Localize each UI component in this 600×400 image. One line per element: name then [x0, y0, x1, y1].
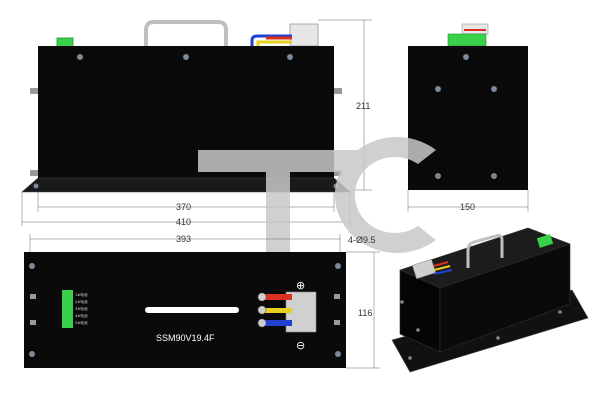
- busbar-blue: [262, 320, 292, 326]
- iso-terminal: [412, 258, 436, 280]
- busbar-red: [262, 294, 292, 300]
- led-label-4: 4#电池: [75, 313, 88, 318]
- pin: [334, 320, 340, 325]
- screw: [33, 183, 39, 189]
- screw: [558, 310, 562, 314]
- front-view: 393 4-Ø9.5 1#电池 2#电池 3#电池 4#电池 5#电池 SSM9…: [24, 234, 380, 369]
- screw: [416, 328, 420, 332]
- end-body: [408, 46, 528, 190]
- end-view: 150: [407, 23, 529, 212]
- screw: [183, 54, 189, 60]
- screw: [287, 54, 293, 60]
- screw: [408, 356, 412, 360]
- side-view: 211 370 410: [21, 19, 372, 227]
- side-flange: [21, 177, 351, 193]
- iso-wire-yellow: [433, 265, 451, 271]
- iso-side: [439, 243, 571, 353]
- led-label-3: 3#电池: [75, 306, 88, 311]
- screw: [400, 300, 404, 304]
- plus-symbol: ⊕: [296, 279, 305, 292]
- screw: [435, 173, 441, 179]
- led-panel: [62, 290, 73, 328]
- light-strip: [145, 307, 239, 313]
- screw: [77, 54, 83, 60]
- led-labels: 1#电池 2#电池 3#电池 4#电池 5#电池: [75, 292, 88, 325]
- handle: [144, 20, 228, 46]
- iso-green-connector: [536, 234, 554, 248]
- screw: [491, 86, 497, 92]
- pin: [334, 170, 342, 176]
- pin: [30, 170, 38, 176]
- terminal-bolt: [257, 292, 267, 302]
- screw: [435, 86, 441, 92]
- screw: [491, 173, 497, 179]
- dim-116: 116: [358, 308, 372, 318]
- wire-blue: [250, 34, 292, 47]
- screw: [335, 263, 341, 269]
- model-label: SSM90V19.4F: [156, 333, 215, 343]
- screw: [335, 351, 341, 357]
- dim-393: 393: [176, 234, 191, 244]
- screw: [496, 336, 500, 340]
- pin: [334, 294, 340, 299]
- watermark: [198, 137, 436, 253]
- terminal-bolt: [257, 305, 267, 315]
- screw: [463, 54, 469, 60]
- dim-150: 150: [460, 202, 475, 212]
- green-connector: [447, 33, 487, 47]
- pin: [30, 294, 36, 299]
- green-connector: [56, 37, 74, 48]
- led-label-5: 5#电池: [75, 320, 88, 325]
- terminal-block: [289, 23, 319, 47]
- hole-spec: 4-Ø9.5: [348, 235, 376, 245]
- terminal-bolt: [257, 318, 267, 328]
- iso-wire-blue: [433, 269, 453, 275]
- busbar-yellow: [262, 308, 292, 313]
- isometric-view: [391, 227, 589, 373]
- wire-yellow: [256, 40, 292, 47]
- pin: [30, 320, 36, 325]
- iso-handle: [466, 234, 504, 268]
- dim-211: 211: [356, 101, 370, 111]
- iso-wire-red: [433, 261, 449, 267]
- minus-symbol: ⊖: [296, 339, 305, 352]
- dim-370: 370: [176, 202, 191, 212]
- led-label-1: 1#电池: [75, 292, 88, 297]
- screw: [29, 263, 35, 269]
- screw: [29, 351, 35, 357]
- dim-410: 410: [176, 217, 191, 227]
- pin: [334, 88, 342, 94]
- pin: [30, 88, 38, 94]
- led-label-2: 2#电池: [75, 299, 88, 304]
